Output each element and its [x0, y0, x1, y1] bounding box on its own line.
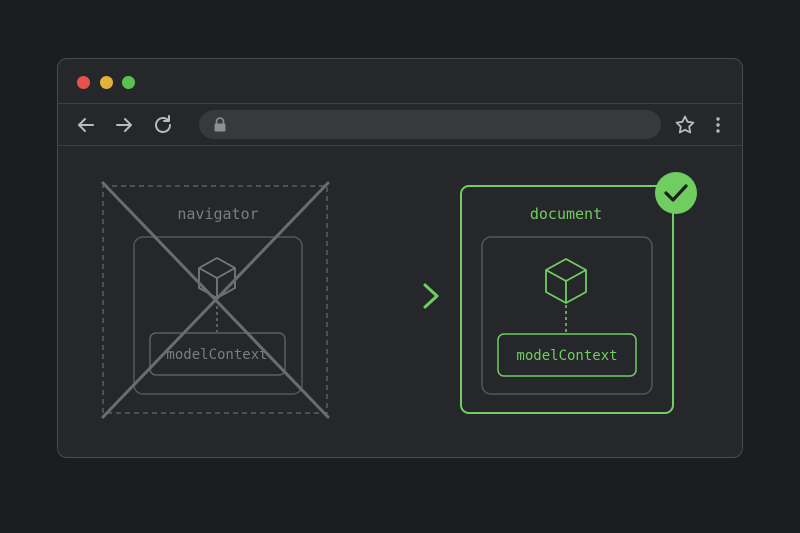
cube-icon [198, 257, 236, 299]
navigator-label: navigator [177, 205, 258, 223]
navigator-container [102, 185, 328, 414]
document-inner-box [481, 236, 653, 395]
model-context-label-new: modelContext [516, 348, 617, 364]
new-api-group: document modelContext [460, 172, 697, 414]
browser-toolbar [58, 104, 742, 146]
forward-arrow-icon[interactable] [112, 113, 136, 137]
navigator-inner-box [133, 236, 303, 395]
back-arrow-icon[interactable] [74, 113, 98, 137]
address-bar[interactable] [199, 110, 661, 139]
removed-cross-icon-stroke [101, 181, 330, 419]
document-label: document [530, 205, 602, 223]
minimize-window-button[interactable] [100, 76, 113, 89]
arrow-right-icon [338, 283, 439, 309]
browser-window [57, 58, 743, 458]
model-context-label-old: modelContext [166, 347, 267, 363]
model-context-box-new [497, 333, 637, 377]
document-container [460, 185, 674, 414]
check-badge-icon [655, 172, 697, 214]
model-context-box-old [149, 332, 286, 376]
title-bar [58, 59, 742, 104]
old-api-group: navigator modelContext [101, 181, 330, 419]
cube-icon-new [545, 258, 587, 304]
lock-icon [214, 117, 226, 132]
maximize-window-button[interactable] [122, 76, 135, 89]
reload-icon[interactable] [151, 113, 175, 137]
close-window-button[interactable] [77, 76, 90, 89]
star-icon[interactable] [673, 113, 697, 137]
more-vertical-icon[interactable] [706, 113, 730, 137]
